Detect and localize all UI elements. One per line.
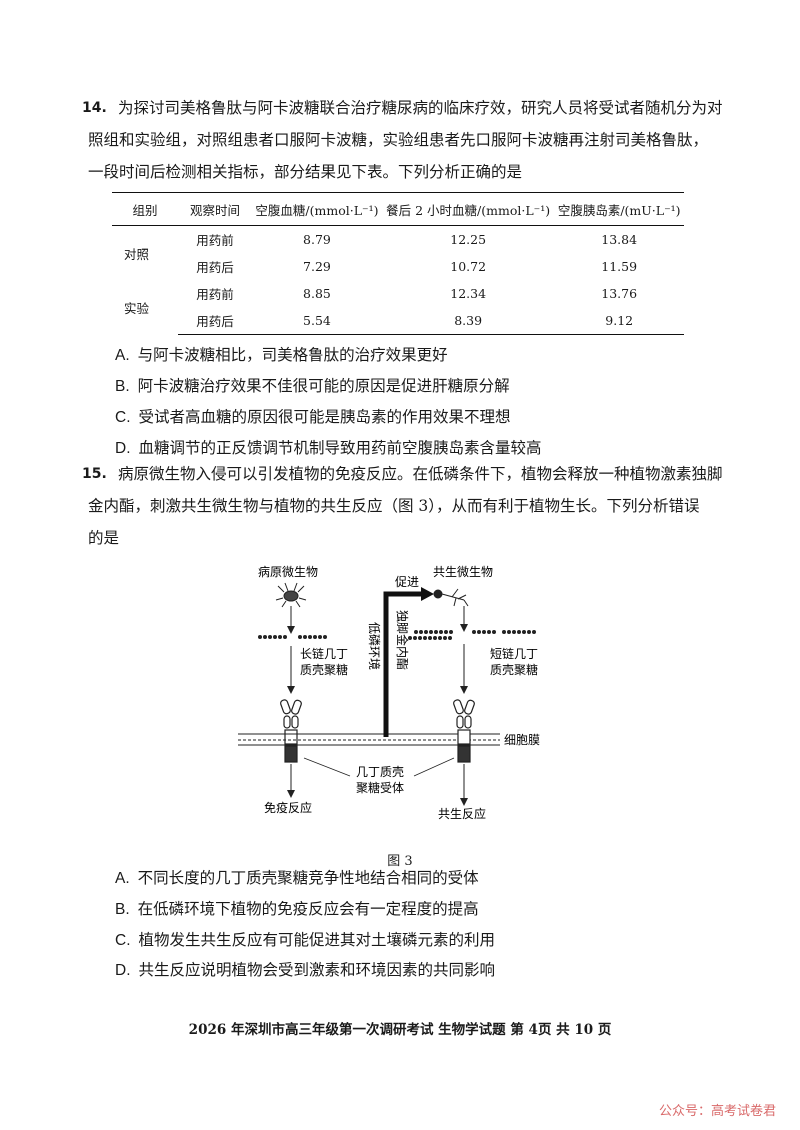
table-cell: 5.54 — [252, 307, 382, 335]
receptor-label: 几丁质壳 — [356, 765, 404, 779]
strigolactone-label: 独脚金内酯 — [395, 610, 410, 670]
promote-arrow — [383, 591, 423, 737]
option-b: B.阿卡波糖治疗效果不佳很可能的原因是促进肝糖原分解 — [115, 377, 510, 395]
leader-line — [413, 757, 455, 777]
table-row: 用药后 5.54 8.39 9.12 — [112, 307, 684, 335]
question-15: 15. 病原微生物入侵可以引发植物的免疫反应。在低磷条件下，植物会释放一种植物激… — [82, 458, 728, 554]
figure-3: 病原微生物 长链几丁 质壳聚糖 免疫反应 细胞膜 促进 低磷环境 独脚金内酯 共… — [238, 564, 540, 821]
option-d: D.血糖调节的正反馈调节机制导致用药前空腹胰岛素含量较高 — [115, 439, 542, 457]
long-chain-label: 质壳聚糖 — [300, 662, 348, 677]
question-line: 一段时间后检测相关指标，部分结果见下表。下列分析正确的是 — [88, 163, 523, 181]
short-chain-label: 短链几丁 — [490, 646, 538, 661]
symbiosis-label: 共生反应 — [438, 806, 486, 821]
page-footer: 2026 年深圳市高三年级第一次调研考试 生物学试题 第 4页 共 10 页 — [188, 1022, 612, 1038]
table-header: 空腹胰岛素/(mU·L⁻¹) — [554, 192, 684, 226]
long-chain-chitosan-dots — [258, 635, 327, 639]
cell-membrane — [238, 733, 500, 746]
option-d: D.共生反应说明植物会受到激素和环境因素的共同影响 — [115, 961, 496, 979]
watermark: 公众号：高考试卷君 — [658, 1104, 776, 1119]
table-header: 观察时间 — [178, 192, 252, 226]
table-cell: 10.72 — [450, 259, 487, 274]
table-cell: 8.39 — [381, 307, 555, 335]
results-table: 组别 观察时间 空腹血糖/(mmol·L⁻¹) 餐后 2 小时血糖/(mmol·… — [112, 192, 684, 335]
symbiont-label: 共生微生物 — [433, 565, 493, 579]
table-cell: 11.59 — [601, 259, 638, 274]
option-b: B.在低磷环境下植物的免疫反应会有一定程度的提高 — [115, 900, 479, 918]
question-number: 15. — [82, 466, 107, 482]
option-a: A.与阿卡波糖相比，司美格鲁肽的治疗效果更好 — [115, 346, 448, 364]
question-line: 照组和实验组，对照组患者口服阿卡波糖，实验组患者先口服阿卡波糖再注射司美格鲁肽， — [88, 131, 709, 149]
table-cell: 8.79 — [303, 232, 331, 247]
table-cell: 用药前 — [196, 233, 234, 248]
question-line: 的是 — [88, 529, 120, 547]
table-cell: 用药前 — [196, 287, 234, 302]
table-cell: 12.34 — [450, 286, 487, 301]
table-cell: 用药后 — [178, 307, 252, 335]
table-header-row: 组别 观察时间 空腹血糖/(mmol·L⁻¹) 餐后 2 小时血糖/(mmol·… — [112, 192, 684, 226]
option-c: C.植物发生共生反应有可能促进其对土壤磷元素的利用 — [115, 931, 496, 949]
group-label: 实验 — [124, 300, 150, 316]
table-row: 实验 用药前 8.85 12.34 13.76 — [112, 280, 684, 316]
table-cell: 7.29 — [303, 259, 331, 274]
figure-caption: 图 3 — [387, 854, 413, 869]
leader-line — [303, 757, 351, 777]
question-number: 14. — [82, 100, 107, 116]
table-cell: 13.76 — [601, 286, 638, 301]
table-cell: 9.12 — [554, 307, 684, 335]
low-phosphorus-label: 低磷环境 — [367, 622, 382, 670]
table-cell: 13.84 — [601, 232, 638, 247]
long-chain-label: 长链几丁 — [300, 646, 348, 661]
membrane-label: 细胞膜 — [504, 733, 540, 747]
immune-response-label: 免疫反应 — [264, 800, 312, 815]
table-header: 空腹血糖/(mmol·L⁻¹) — [252, 192, 382, 226]
pathogen-label: 病原微生物 — [258, 564, 318, 579]
option-a: A.不同长度的几丁质壳聚糖竞争性地结合相同的受体 — [115, 869, 479, 887]
table-row: 对照 用药前 8.79 12.25 13.84 — [112, 226, 684, 262]
promote-label: 促进 — [395, 575, 419, 589]
question-14: 14. 为探讨司美格鲁肽与阿卡波糖联合治疗糖尿病的临床疗效，研究人员将受试者随机… — [82, 92, 728, 188]
symbiont-icon — [433, 588, 469, 607]
short-chain-label: 质壳聚糖 — [490, 662, 538, 677]
group-label: 对照 — [124, 246, 150, 262]
arrow-head-icon — [421, 587, 434, 601]
question-line: 病原微生物入侵可以引发植物的免疫反应。在低磷条件下，植物会释放一种植物激素独脚 — [118, 465, 723, 483]
pathogen-icon — [275, 582, 307, 608]
table-cell: 12.25 — [450, 232, 487, 247]
table-cell: 用药后 — [196, 260, 234, 275]
receptor-label: 聚糖受体 — [356, 780, 404, 795]
table-header: 餐后 2 小时血糖/(mmol·L⁻¹) — [381, 192, 555, 226]
question-line: 金内酯，刺激共生微生物与植物的共生反应（图 3），从而有利于植物生长。下列分析错… — [88, 497, 700, 515]
table-header: 组别 — [112, 192, 178, 226]
option-c: C.受试者高血糖的原因很可能是胰岛素的作用效果不理想 — [115, 408, 511, 426]
question-line: 为探讨司美格鲁肽与阿卡波糖联合治疗糖尿病的临床疗效，研究人员将受试者随机分为对 — [118, 99, 723, 117]
short-chain-chitosan-dots — [408, 630, 536, 640]
table-cell: 8.85 — [303, 286, 331, 301]
receptor-icon — [453, 699, 475, 763]
receptor-icon — [280, 699, 302, 763]
table-row: 用药后 7.29 10.72 11.59 — [112, 253, 684, 280]
